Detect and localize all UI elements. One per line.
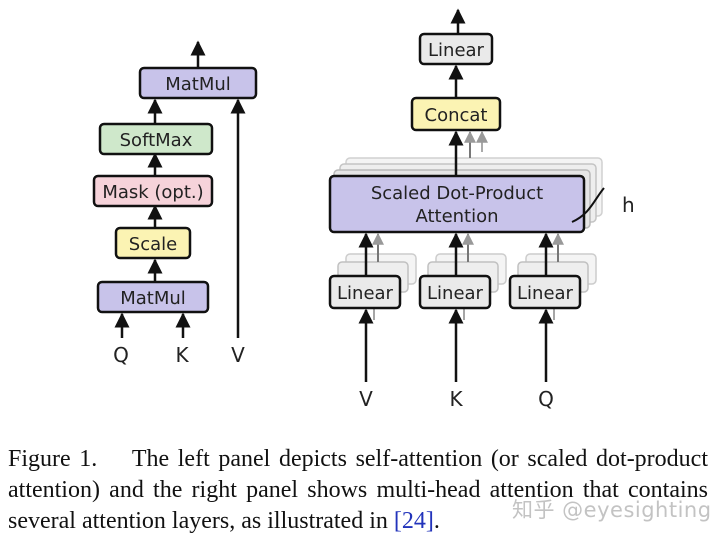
attention-label-line2: Attention xyxy=(415,206,498,227)
linear-k-label: Linear xyxy=(427,283,484,304)
heads-label: h xyxy=(622,193,635,217)
linear-k-box: Linear xyxy=(418,274,492,310)
left-panel: MatMul SoftMax Mask (opt.) Scale MatMul … xyxy=(92,40,258,367)
right-panel: Linear Concat Scaled Dot-Product Attenti… xyxy=(328,8,635,411)
mask-box: Mask (opt.) xyxy=(92,174,214,208)
attention-diagram: MatMul SoftMax Mask (opt.) Scale MatMul … xyxy=(92,8,635,411)
input-v-right-label: V xyxy=(359,387,373,411)
matmul-top-label: MatMul xyxy=(165,74,231,95)
softmax-box: SoftMax xyxy=(98,122,214,156)
matmul-top-box: MatMul xyxy=(138,66,258,100)
softmax-label: SoftMax xyxy=(120,130,193,151)
figure-caption: Figure 1. The left panel depicts self-at… xyxy=(8,444,708,537)
matmul-bottom-box: MatMul xyxy=(96,280,210,314)
input-to-linear-arrows xyxy=(358,304,555,382)
input-q-right-label: Q xyxy=(538,387,554,411)
linear-q-label: Linear xyxy=(517,283,574,304)
caption-suffix: . xyxy=(433,508,440,534)
linear-to-attention-arrows xyxy=(358,232,564,276)
linear-v-box: Linear xyxy=(328,274,402,310)
attention-box: Scaled Dot-Product Attention xyxy=(328,174,586,234)
scale-box: Scale xyxy=(114,226,192,260)
linear-top-box: Linear xyxy=(418,32,494,66)
linear-top-label: Linear xyxy=(428,40,485,61)
concat-label: Concat xyxy=(425,105,488,126)
caption-text: The left panel depicts self-attention (o… xyxy=(8,446,708,534)
watermark: 知乎 @eyesighting xyxy=(512,498,712,522)
attention-label-line1: Scaled Dot-Product xyxy=(371,183,543,204)
caption-prefix: Figure 1. xyxy=(8,446,98,472)
heads-brace xyxy=(571,187,605,223)
caption-reference-link[interactable]: [24] xyxy=(393,508,434,534)
input-k-label: K xyxy=(175,343,189,367)
input-v-label: V xyxy=(231,343,245,367)
input-k-right-label: K xyxy=(449,387,463,411)
scale-label: Scale xyxy=(129,234,177,255)
mask-label: Mask (opt.) xyxy=(102,182,203,203)
input-q-label: Q xyxy=(113,343,129,367)
linear-q-box: Linear xyxy=(508,274,582,310)
linear-v-label: Linear xyxy=(337,283,394,304)
concat-box: Concat xyxy=(410,96,502,132)
matmul-bottom-label: MatMul xyxy=(120,288,186,309)
